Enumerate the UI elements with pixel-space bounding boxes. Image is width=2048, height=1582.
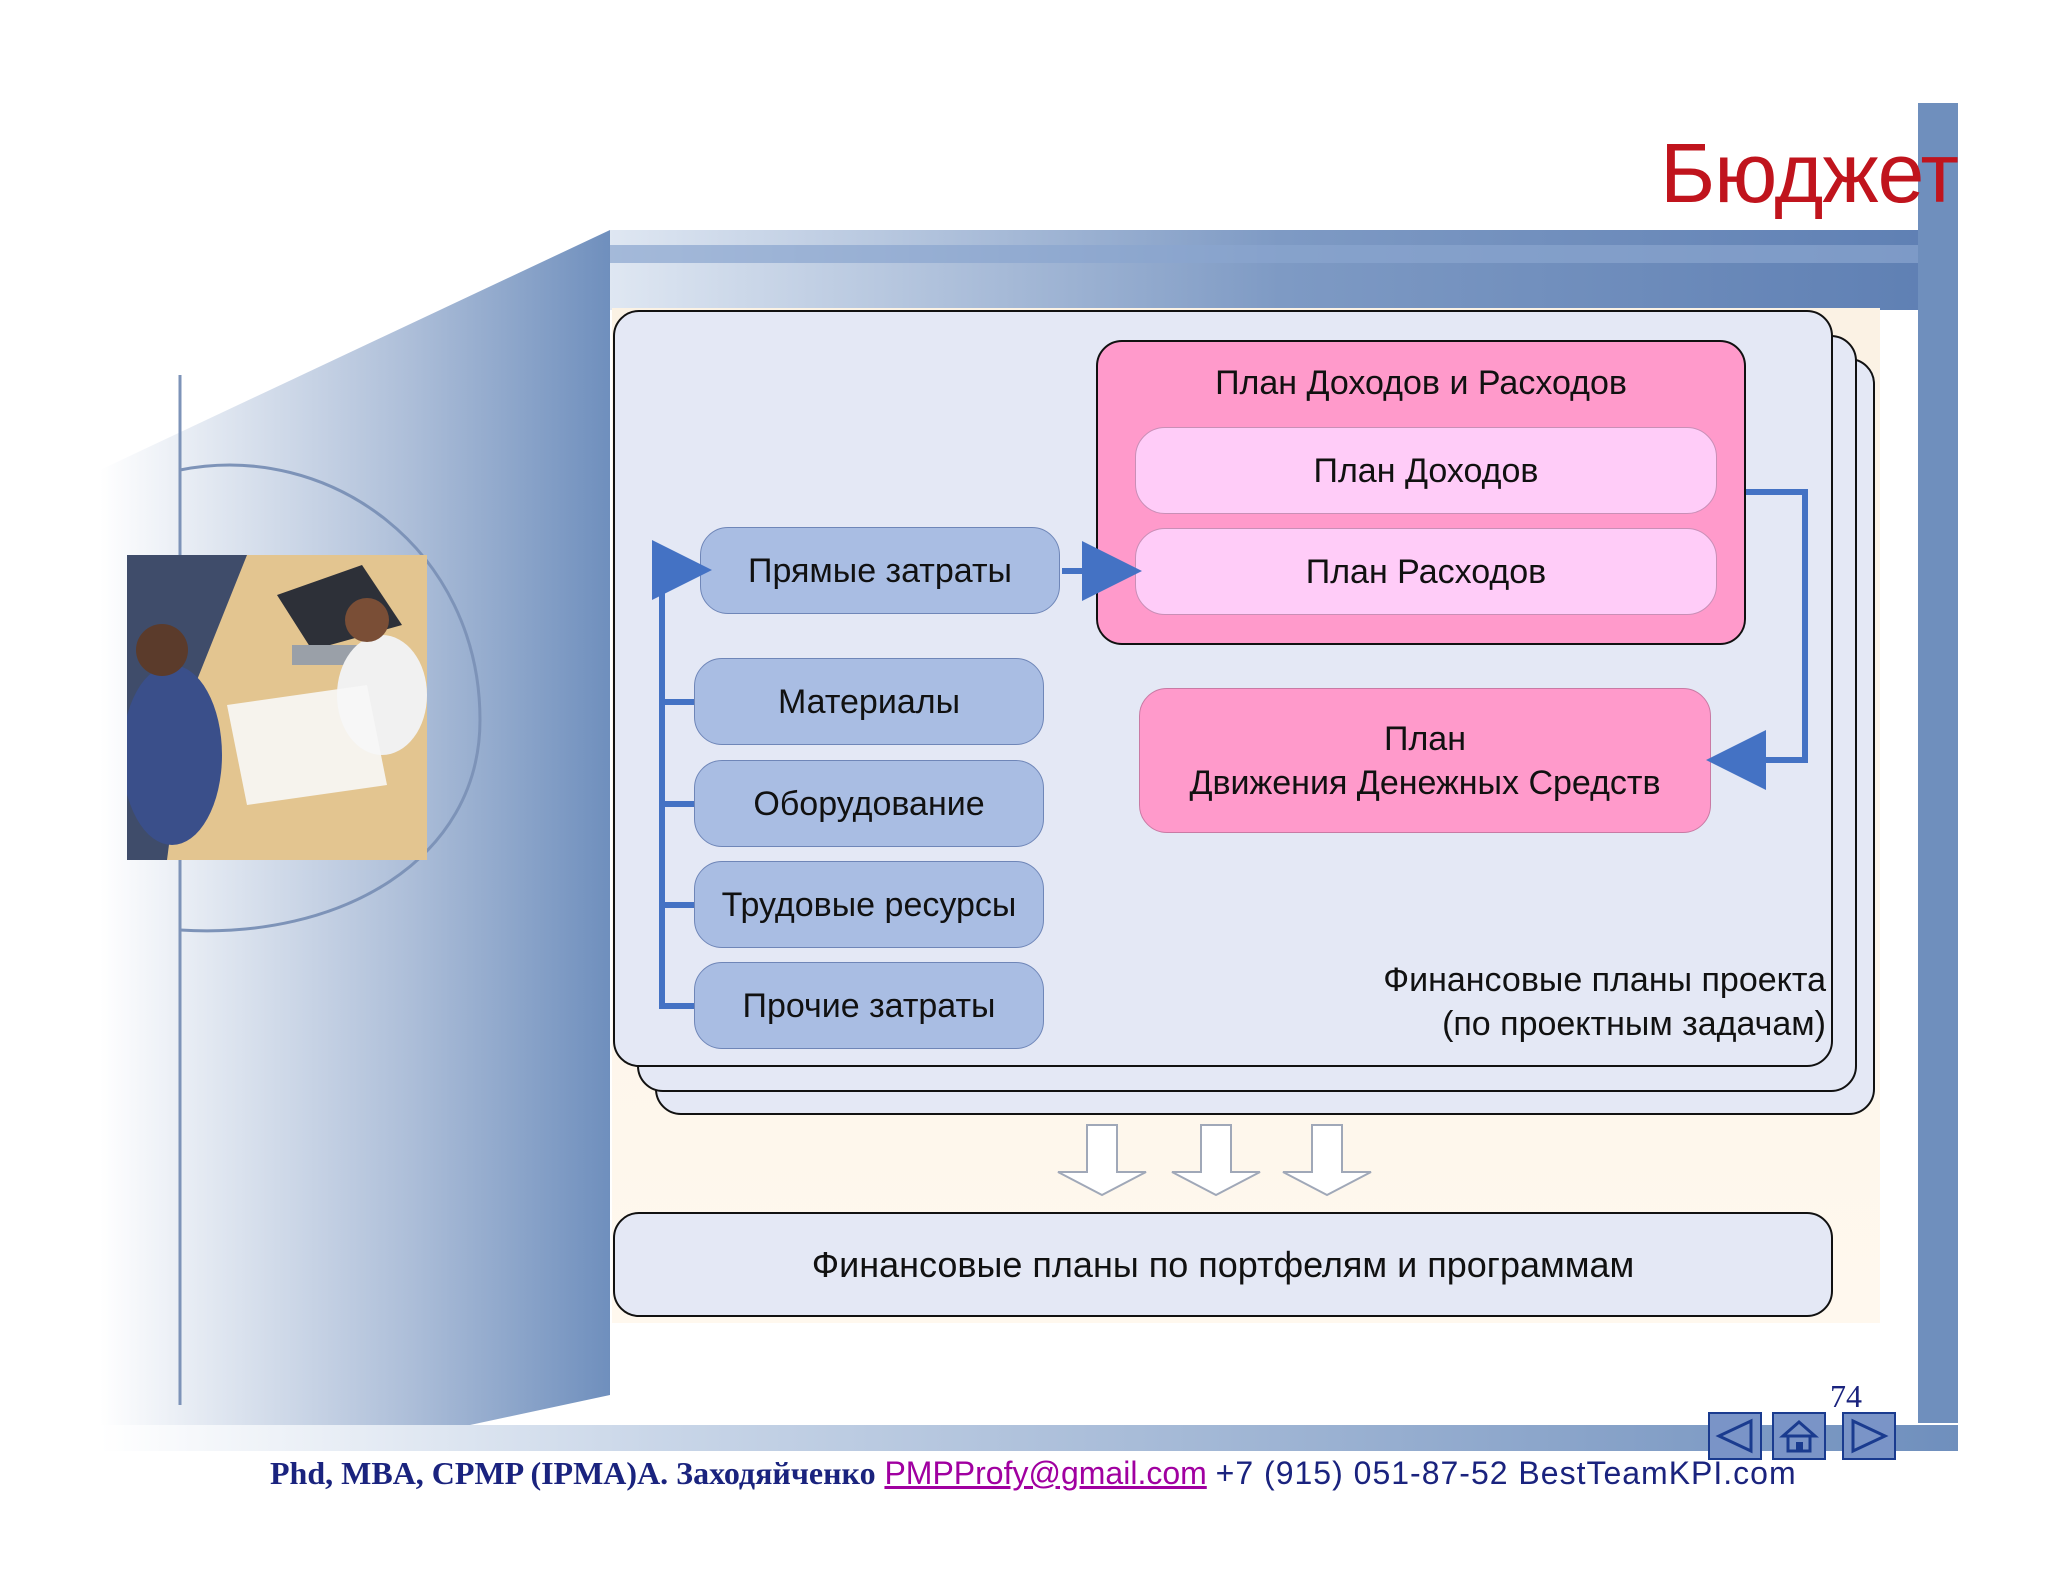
project-plans-note-line-2: (по проектным задачам)	[1442, 1005, 1826, 1043]
footer-author: Phd, MBA, CPMP (IPMA)А. Заходяйченко	[270, 1455, 876, 1491]
project-plans-note-line-1: Финансовые планы проекта	[1383, 961, 1826, 999]
triangle-left-icon	[1715, 1418, 1753, 1454]
project-plans-note: Финансовые планы проекта (по проектным з…	[1383, 958, 1826, 1046]
office-photo	[127, 555, 427, 860]
arrow-plan-to-cashflow	[1706, 489, 1808, 790]
portfolio-plans: Финансовые планы по портфелям и программ…	[613, 1212, 1833, 1317]
cost-item-labor: Трудовые ресурсы	[694, 861, 1044, 948]
next-button[interactable]	[1842, 1412, 1896, 1460]
slide-title: Бюджет	[1660, 126, 1959, 220]
income-plan: План Доходов	[1135, 427, 1717, 514]
home-icon	[1779, 1420, 1819, 1453]
direct-costs: Прямые затраты	[700, 527, 1060, 614]
cash-flow-plan-line-1: План	[1384, 719, 1466, 758]
footer: Phd, MBA, CPMP (IPMA)А. Заходяйченко PMP…	[270, 1455, 1797, 1492]
cash-flow-plan-line-2: Движения Денежных Средств	[1189, 763, 1661, 802]
home-button[interactable]	[1772, 1412, 1826, 1460]
footer-contacts: +7 (915) 051-87-52 BestTeamKPI.com	[1215, 1455, 1797, 1491]
income-expense-plan-title: План Доходов и Расходов	[1215, 364, 1627, 402]
cost-item-equipment: Оборудование	[694, 760, 1044, 847]
cost-item-materials: Материалы	[694, 658, 1044, 745]
footer-email-link[interactable]: PMPProfy@gmail.com	[884, 1455, 1207, 1491]
cash-flow-plan: План Движения Денежных Средств	[1139, 688, 1711, 833]
triangle-right-icon	[1851, 1418, 1889, 1454]
cost-items-bracket	[652, 540, 712, 1009]
down-arrows	[1057, 1124, 1372, 1197]
cost-item-other: Прочие затраты	[694, 962, 1044, 1049]
page-number: 74	[1830, 1378, 1862, 1414]
prev-button[interactable]	[1708, 1412, 1762, 1460]
